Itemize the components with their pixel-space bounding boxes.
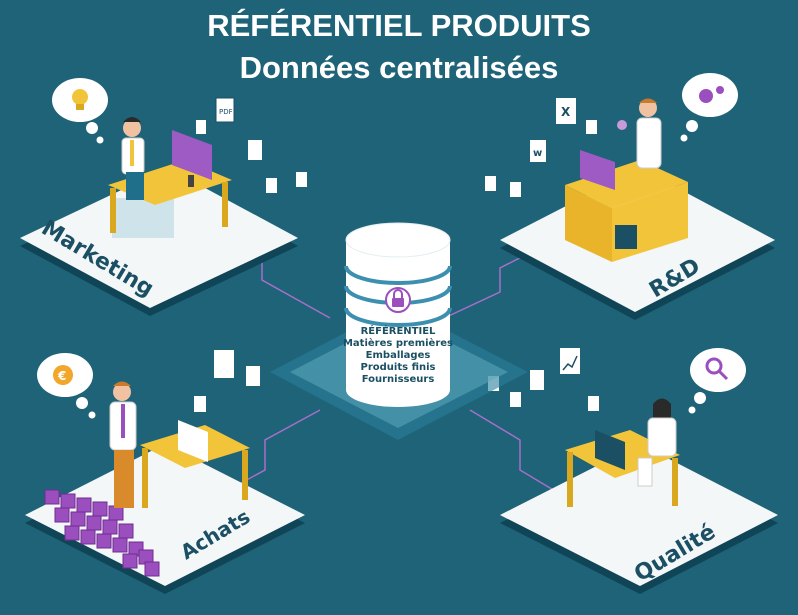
line-qualite [469, 409, 571, 501]
person-rd [639, 99, 657, 117]
file-icon [588, 396, 599, 411]
database-item: Produits finis [361, 362, 436, 373]
person-achats [113, 383, 131, 401]
svg-text:€: € [57, 369, 66, 383]
chart-file-icon [560, 348, 580, 374]
file-icon [296, 172, 307, 187]
excel-file-icon: X [556, 98, 576, 124]
pdf-file-icon: PDF [215, 97, 235, 123]
lock-icon [385, 287, 411, 313]
file-icon [196, 120, 206, 134]
svg-text:w: w [533, 148, 542, 159]
file-icon [530, 370, 544, 390]
file-icon [248, 140, 262, 160]
gears-icon [680, 73, 738, 142]
monitor [178, 420, 208, 462]
platform-achats: € Achats [25, 350, 305, 594]
file-icon [246, 366, 260, 386]
magnifier-icon [688, 348, 746, 414]
file-icon [510, 392, 521, 407]
person-marketing [123, 119, 141, 137]
word-file-icon: w [530, 140, 546, 162]
laptop [595, 430, 625, 470]
lightbulb-icon [52, 78, 108, 144]
database-heading: RÉFÉRENTIEL [361, 324, 436, 337]
file-icon [214, 350, 234, 378]
database-item: Matières premières [343, 337, 453, 349]
file-icon [586, 120, 597, 134]
svg-text:X: X [561, 105, 571, 119]
file-icon [266, 178, 277, 193]
checklist-file-icon [194, 396, 206, 412]
database-item: Emballages [366, 350, 431, 361]
database-cylinder: RÉFÉRENTIEL Matières premières Emballage… [343, 222, 453, 407]
svg-text:PDF: PDF [219, 108, 233, 116]
database-item: Fournisseurs [362, 374, 435, 385]
platform-rd: X w R&D [485, 73, 775, 320]
page-subtitle: Données centralisées [239, 50, 559, 85]
product-boxes [44, 489, 160, 577]
page-title: RÉFÉRENTIEL PRODUITS [207, 8, 591, 43]
platform-qualite: Qualité [488, 348, 778, 594]
monitor [172, 130, 212, 180]
euro-coin-icon: € [37, 353, 96, 419]
file-icon [510, 182, 521, 197]
laptop [580, 150, 615, 190]
file-icon [485, 176, 496, 191]
lab-bench [565, 160, 688, 208]
floor-shadow [112, 198, 174, 238]
oven [615, 225, 637, 249]
